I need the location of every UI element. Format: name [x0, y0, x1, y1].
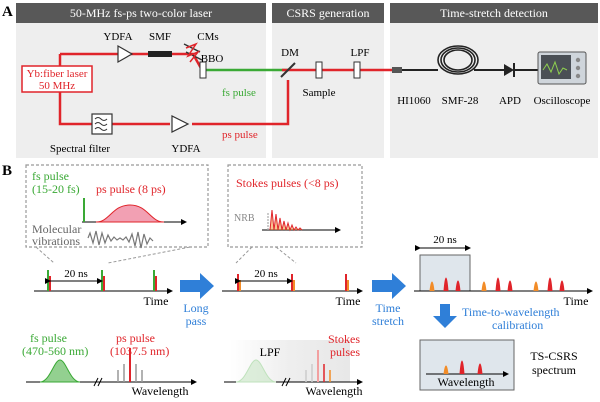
fs-duration-label: (15-20 fs) — [32, 182, 80, 196]
laser-section-title: 50-MHz fs-ps two-color laser — [70, 6, 212, 20]
molecular-label: Molecular — [32, 222, 81, 236]
timeline-3-time-label: Time — [564, 294, 589, 308]
ydfa-top-amplifier — [117, 44, 134, 64]
bbo-crystal — [199, 61, 207, 79]
ps-spectrum-label: ps pulse — [116, 331, 155, 345]
yb-rate-label: 50 MHz — [39, 80, 75, 92]
smf-label: SMF — [149, 31, 171, 43]
long-label: Long — [183, 301, 208, 315]
time-label: Time — [376, 301, 401, 315]
sample-label: Sample — [303, 87, 336, 99]
csrs-section-title: CSRS generation — [287, 6, 370, 20]
zoom-line-left — [35, 246, 55, 264]
spectrum-title-label: spectrum — [532, 363, 577, 377]
ydfa-bottom-label: YDFA — [171, 143, 200, 155]
smf28-label: SMF-28 — [442, 95, 479, 107]
smf-fiber — [148, 51, 172, 57]
interval-3-label: 20 ns — [433, 234, 457, 246]
fs-pulse-beam-label: fs pulse — [222, 87, 256, 99]
filtered-fs-peak — [235, 359, 277, 383]
time-stretch-arrow — [372, 273, 406, 299]
detection-section-header — [390, 3, 598, 23]
cms-label: CMs — [197, 31, 218, 43]
ps-wavelength-label: (1037.5 nm) — [110, 344, 169, 358]
yb-laser-label: Yb:fiber laser — [27, 68, 88, 80]
apd-label: APD — [499, 95, 521, 107]
ps-spectrum-lines — [117, 348, 143, 382]
result-axis-label: Wavelength — [437, 375, 494, 389]
detection-section-title: Time-stretch detection — [440, 6, 548, 20]
yb-fiber-laser-box — [21, 65, 93, 93]
spectrum-2-axis-label: Wavelength — [305, 384, 362, 398]
calibration-arrow — [433, 304, 457, 328]
timeline-3-stretched-pulses — [429, 277, 565, 292]
long-pass-filter — [353, 61, 361, 79]
csrs-section-header — [272, 3, 384, 23]
axis-break-2 — [281, 377, 291, 387]
ps-pulse-label: ps pulse (8 ps) — [96, 182, 166, 196]
oscilloscope-label: Oscilloscope — [534, 95, 591, 107]
fs-spectrum-peak — [39, 359, 81, 383]
ydfa-bottom-amplifier — [171, 115, 190, 133]
vibrations-label: vibrations — [32, 234, 80, 248]
timeline-1-time-label: Time — [144, 294, 169, 308]
csrs-section-bg — [272, 3, 384, 158]
fs-spectrum-label: fs pulse — [30, 331, 67, 345]
oscilloscope-icon — [537, 51, 587, 85]
hi1060-connector — [392, 67, 402, 73]
stokes-decay-trace — [269, 209, 303, 232]
ts-csrs-label: TS-CSRS — [530, 349, 577, 363]
nrb-label: NRB — [234, 213, 255, 224]
filter-wave-icon — [94, 117, 108, 131]
bbo-label: BBO — [201, 53, 224, 65]
ps-pulse-beam-label: ps pulse — [222, 129, 258, 141]
time-to-wavelength-label: Time-to-wavelength — [462, 305, 560, 319]
zoom-line-left-2 — [235, 246, 253, 264]
spectral-filter-label: Spectral filter — [50, 143, 111, 155]
hi1060-label: HI1060 — [397, 95, 431, 107]
dm-label: DM — [281, 47, 299, 59]
stokes-pulses-spectrum-label: pulses — [330, 345, 360, 359]
pass-label: pass — [186, 314, 207, 328]
zoom-line-right — [107, 246, 191, 264]
panel-a-letter: A — [2, 4, 13, 20]
lpf-spectrum-label: LPF — [260, 345, 281, 359]
pulse-detail-box — [25, 164, 209, 248]
smf28-fiber-spool — [437, 45, 479, 75]
ydfa-top-label: YDFA — [103, 31, 132, 43]
zoom-line-right-2 — [275, 246, 297, 264]
interval-1-label: 20 ns — [64, 268, 88, 280]
timeline-2-time-label: Time — [336, 294, 361, 308]
calibration-label: calibration — [492, 318, 543, 332]
dichroic-mirror — [280, 62, 296, 78]
stokes-detail-box — [227, 164, 363, 248]
long-pass-arrow — [180, 273, 214, 299]
result-spectrum-peaks — [443, 360, 483, 375]
laser-section-header — [16, 3, 266, 23]
lpf-label: LPF — [351, 47, 370, 59]
fs-pulse-label: fs pulse — [32, 169, 69, 183]
spectrum-1-axis-label: Wavelength — [131, 384, 188, 398]
stretch-label: stretch — [372, 314, 404, 328]
stokes-spectrum-label: Stokes — [328, 332, 360, 346]
stokes-spectrum-lines — [305, 350, 331, 382]
chirped-mirrors — [183, 42, 203, 63]
molecular-vibration-trace — [87, 230, 154, 249]
sample-cuvette — [315, 61, 323, 79]
ps-pulse-envelope — [95, 204, 165, 223]
fs-wavelength-label: (470-560 nm) — [22, 344, 88, 358]
interval-2-label: 20 ns — [254, 268, 278, 280]
beam-paths — [58, 52, 392, 126]
axis-break-1 — [93, 377, 103, 387]
result-spectrum-box — [419, 339, 515, 391]
stokes-pulses-label: Stokes pulses (<8 ps) — [236, 176, 338, 190]
panel-b-letter: B — [2, 163, 12, 179]
